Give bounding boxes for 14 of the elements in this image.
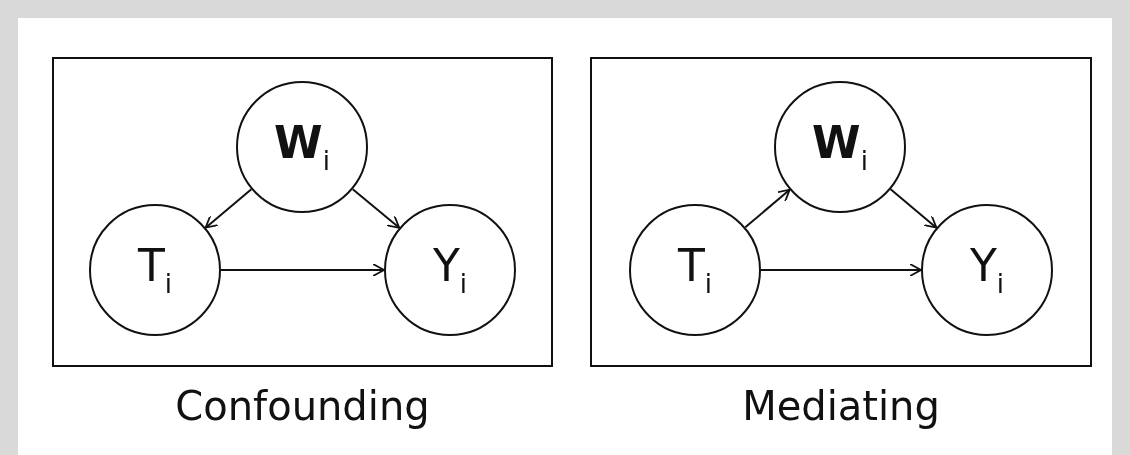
- variable-label: Y$_{i}$: [432, 243, 468, 297]
- variable-label: W$_{i}$: [274, 120, 330, 174]
- arrow: [351, 188, 401, 229]
- arrow: [220, 263, 385, 277]
- arrow: [744, 188, 791, 229]
- variable-label: Y$_{i}$: [969, 243, 1005, 297]
- variable-label: W$_{i}$: [812, 120, 868, 174]
- arrow: [889, 188, 938, 229]
- variable-label: T$_{i}$: [137, 243, 173, 297]
- arrow: [760, 263, 922, 277]
- variable-label: T$_{i}$: [677, 243, 713, 297]
- panel-caption: Mediating: [741, 383, 941, 429]
- arrow: [204, 188, 253, 229]
- panel-caption: Confounding: [174, 383, 431, 429]
